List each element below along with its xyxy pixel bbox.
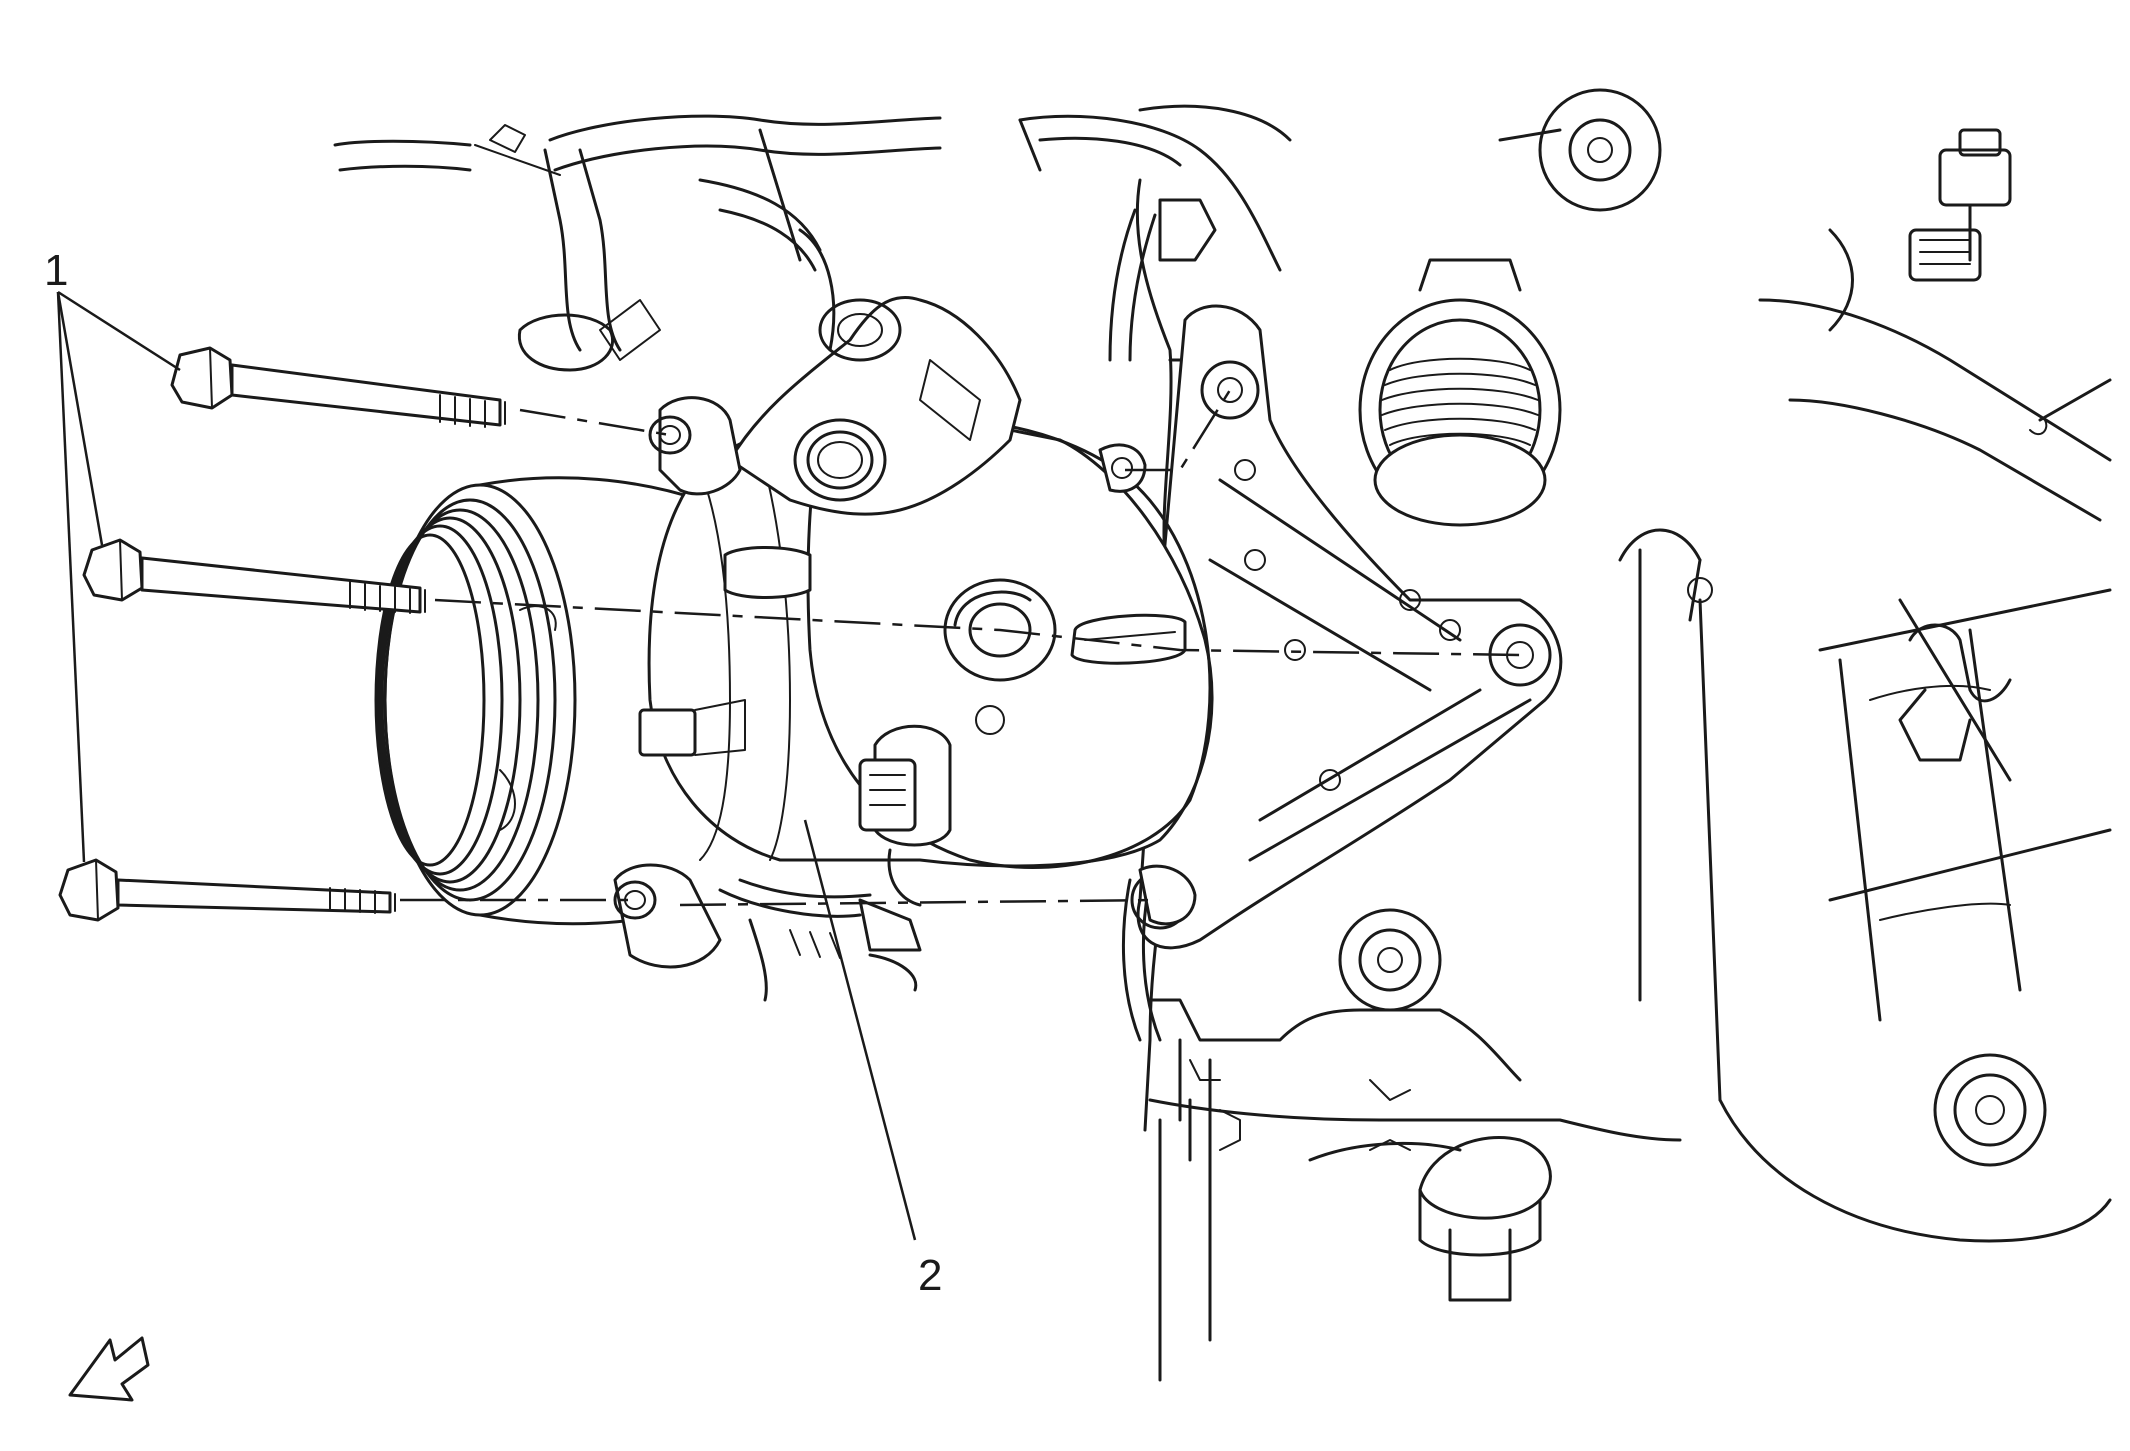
lower-block (1148, 908, 1522, 1122)
compressor-pulley (374, 476, 702, 926)
mounting-bolt-middle (82, 538, 426, 614)
upper-hoses (333, 114, 942, 372)
no-touch-hand-symbol (1898, 598, 2012, 782)
upper-right-connectors (1828, 128, 2012, 332)
shield-bolt (1933, 1053, 2047, 1167)
view-direction-arrow-icon (68, 1336, 150, 1402)
compressor-electrical-connector (858, 705, 1005, 907)
mounting-bolt-bottom (58, 858, 396, 922)
mounting-bolt-top (170, 346, 506, 428)
tensioner-pulley (1358, 258, 1562, 527)
ac-compressor (374, 295, 1214, 1002)
heat-shield (1618, 298, 2112, 1243)
callout-1-bolts: 1 (44, 246, 68, 295)
upper-idler-pulley (1498, 88, 1662, 212)
mounting-bolts (58, 346, 506, 922)
callout-leaders (56, 290, 917, 1241)
bolt-alignment-lines (400, 389, 1521, 907)
callout-2-compressor: 2 (918, 1251, 942, 1300)
